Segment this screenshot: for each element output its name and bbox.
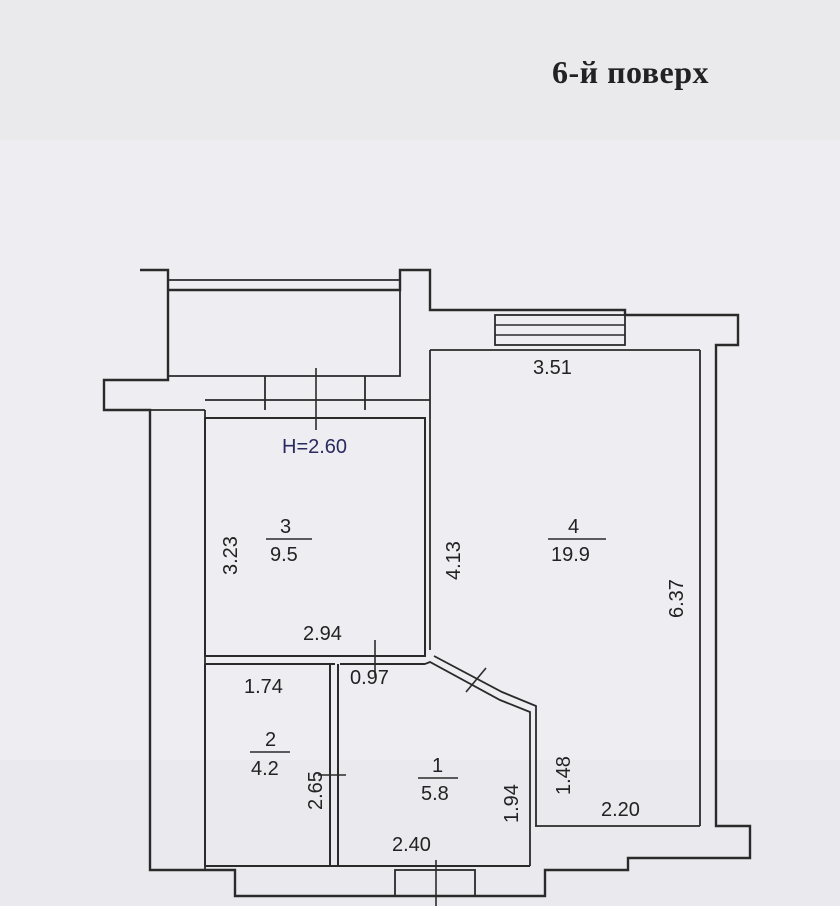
room-3-area: 9.5 bbox=[270, 544, 298, 566]
dim-1-74: 1.74 bbox=[244, 676, 283, 698]
ceiling-height-label: H=2.60 bbox=[282, 436, 347, 458]
room-4-number: 4 bbox=[568, 516, 579, 538]
dim-6-37: 6.37 bbox=[666, 579, 688, 618]
dim-3-23: 3.23 bbox=[220, 536, 242, 575]
dim-1-48: 1.48 bbox=[553, 756, 575, 795]
dim-2-40: 2.40 bbox=[392, 834, 431, 856]
labels: H=2.60 3 9.5 4 19.9 2 4.2 1 5.8 3.51 2.9… bbox=[220, 357, 688, 856]
room-2-number: 2 bbox=[265, 729, 276, 751]
dim-2-65: 2.65 bbox=[305, 771, 327, 810]
room-4-area: 19.9 bbox=[551, 544, 590, 566]
room-3-number: 3 bbox=[280, 516, 291, 538]
room-2-area: 4.2 bbox=[251, 758, 279, 780]
dim-3-51: 3.51 bbox=[533, 357, 572, 379]
room-1-area: 5.8 bbox=[421, 783, 449, 805]
floor-title: 6-й поверх bbox=[552, 54, 710, 90]
dim-4-13: 4.13 bbox=[443, 541, 465, 580]
dim-2-20: 2.20 bbox=[601, 799, 640, 821]
interior-walls bbox=[204, 368, 606, 906]
room-1-number: 1 bbox=[432, 755, 443, 777]
dim-2-94: 2.94 bbox=[303, 623, 342, 645]
dim-0-97: 0.97 bbox=[350, 667, 389, 689]
dim-1-94: 1.94 bbox=[501, 784, 523, 823]
